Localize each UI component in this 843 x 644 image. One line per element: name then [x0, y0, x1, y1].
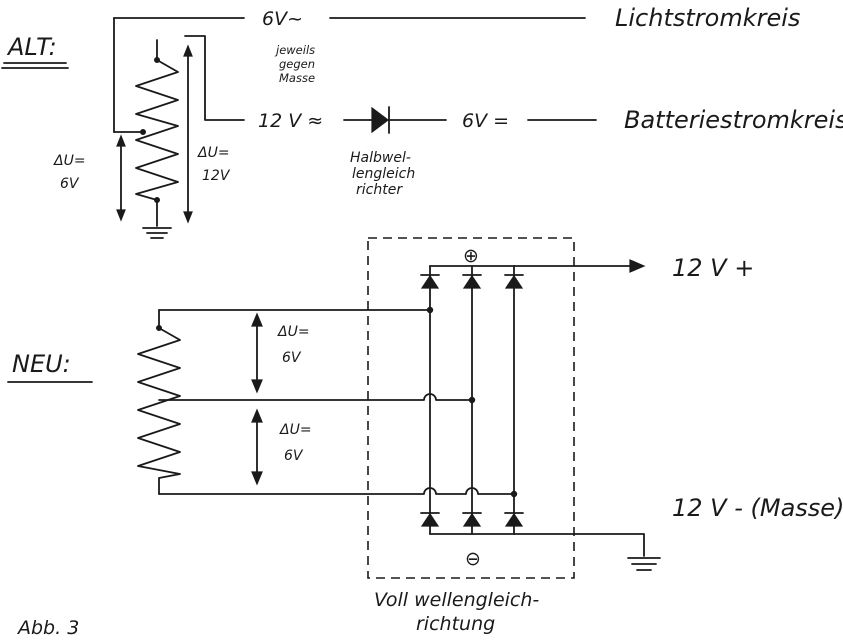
label-12v-plus: 12 V + — [672, 254, 754, 282]
arrowhead-icon — [251, 408, 263, 423]
arrow-plus-icon — [629, 259, 646, 273]
figure-caption: Abb. 3 — [16, 617, 79, 639]
ground-icon-new — [627, 557, 661, 571]
wire-minus-rail — [429, 533, 645, 557]
old-heading: ALT: — [6, 33, 57, 61]
diode-lower-2 — [462, 512, 482, 527]
note-jeweils: jeweils — [274, 43, 315, 57]
label-du-bottom-1: ΔU= — [279, 422, 312, 438]
arrowhead-icon — [183, 44, 193, 57]
label-6v-dc: 6V = — [462, 110, 509, 132]
label-du-top-1: ΔU= — [277, 324, 310, 340]
label-6v-ac: 6V~ — [262, 8, 303, 30]
wire-new-bottom — [158, 487, 515, 495]
label-halbwelle-1: Halbwel- — [350, 150, 411, 166]
label-vollwelle-1: Voll wellengleich- — [374, 589, 539, 611]
label-lichtstromkreis: Lichtstromkreis — [615, 4, 800, 32]
diode-upper-2 — [462, 274, 482, 289]
label-du-left-1: ΔU= — [53, 153, 86, 169]
new-heading: NEU: — [12, 350, 71, 378]
label-12v-ac: 12 V ≈ — [258, 110, 323, 132]
wire-new-mid — [158, 393, 473, 401]
ground-icon-old — [142, 227, 172, 239]
node-old-tap — [140, 129, 147, 136]
label-du-bottom-2: 6V — [284, 448, 304, 464]
label-vollwelle-2: richtung — [416, 613, 495, 635]
diode-upper-1 — [420, 274, 440, 289]
note-masse: Masse — [279, 71, 315, 85]
arrowhead-icon — [251, 312, 263, 327]
arrowhead-icon — [251, 379, 263, 394]
winding-new — [137, 309, 181, 495]
winding-old — [135, 59, 179, 201]
label-12v-minus: 12 V - (Masse) — [672, 494, 843, 522]
minus-symbol: ⊖ — [465, 548, 481, 570]
old-heading-underline — [1, 62, 69, 69]
label-halbwelle-3: richter — [356, 182, 403, 198]
diode-upper-3 — [504, 274, 524, 289]
label-du-right-2: 12V — [202, 168, 231, 184]
note-gegen: gegen — [279, 57, 315, 71]
label-batteriestromkreis: Batteriestromkreis — [624, 106, 843, 134]
arrowhead-icon — [116, 134, 126, 147]
wire-old-12v — [184, 35, 245, 121]
rectifier-box — [367, 237, 575, 579]
diode-lower-1 — [420, 512, 440, 527]
plus-symbol: ⊕ — [463, 245, 479, 267]
arrowhead-icon — [183, 211, 193, 224]
label-halbwelle-2: lengleich — [352, 166, 415, 182]
label-du-top-2: 6V — [282, 350, 302, 366]
diode-lower-3 — [504, 512, 524, 527]
label-du-left-2: 6V — [60, 176, 80, 192]
arrowhead-icon — [116, 209, 126, 222]
diode-icon-halfwave — [371, 106, 389, 134]
label-du-right-1: ΔU= — [197, 145, 230, 161]
arrowhead-icon — [251, 471, 263, 486]
